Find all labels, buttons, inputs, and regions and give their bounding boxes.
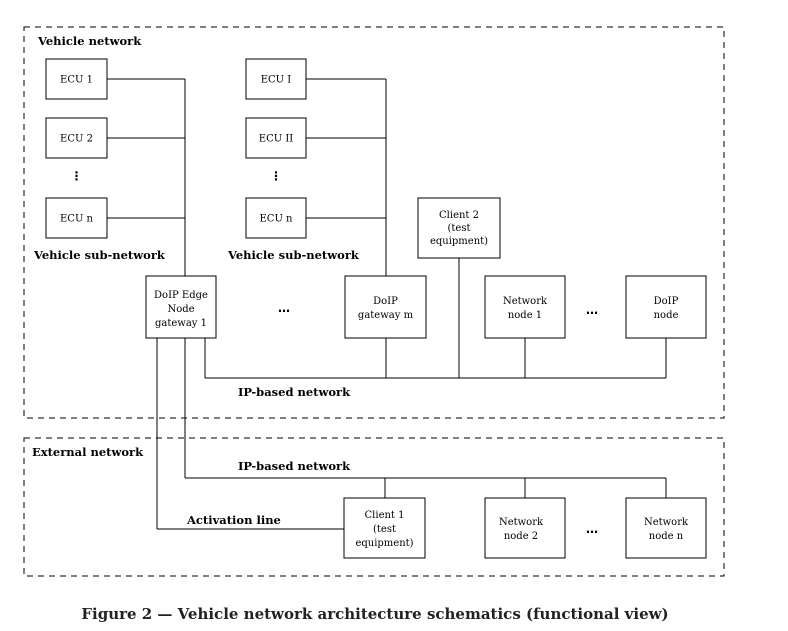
ecu-ii-box: ECU II — [245, 117, 307, 159]
doip-edge-gateway-line1: DoIP Edge — [154, 290, 208, 301]
network-node-n-line2: node n — [649, 531, 684, 542]
doip-node-box: DoIP node — [625, 275, 707, 339]
external-network-lines — [156, 338, 667, 530]
client-1-line1: Client 1 — [365, 510, 405, 521]
doip-gateway-m-line1: DoIP — [373, 296, 398, 307]
vehicle-sub-network-right-label: Vehicle sub-network — [227, 248, 360, 262]
client-2-line2: (test — [448, 223, 471, 234]
gateway-ellipsis: … — [278, 301, 290, 315]
doip-edge-gateway-line3: gateway 1 — [155, 318, 207, 329]
client-2-line3: equipment) — [430, 236, 488, 247]
client-1-line2: (test — [373, 524, 396, 535]
ecu-1-label: ECU 1 — [60, 75, 93, 86]
vehicle-network-region — [23, 26, 725, 419]
ecu-2-label: ECU 2 — [60, 134, 93, 145]
doip-gateway-m-box: DoIP gateway m — [344, 275, 427, 339]
ecu-n-left-box: ECU n — [45, 197, 108, 239]
network-node-1-line2: node 1 — [508, 310, 542, 321]
doip-node-line1: DoIP — [654, 296, 679, 307]
node-ellipsis-vehicle: … — [586, 303, 598, 317]
client-2-box: Client 2 (test equipment) — [417, 197, 501, 259]
doip-node-line2: node — [654, 310, 679, 321]
left-ecu-bus — [107, 78, 186, 276]
vehicle-network-label: Vehicle network — [37, 34, 142, 48]
node-ellipsis-external: … — [586, 522, 598, 536]
network-node-2-line2: node 2 — [504, 531, 538, 542]
network-node-1-line1: Network — [503, 296, 548, 307]
ip-network-external-label: IP-based network — [238, 459, 351, 473]
network-node-1-box: Network node 1 — [484, 275, 566, 339]
vehicle-ip-network-lines — [204, 258, 667, 379]
network-node-2-line1: Network — [499, 517, 544, 528]
ecu-n-left-label: ECU n — [60, 214, 94, 225]
ip-network-vehicle-label: IP-based network — [238, 385, 351, 399]
doip-edge-gateway-box: DoIP Edge Node gateway 1 — [145, 275, 217, 339]
client-2-line1: Client 2 — [439, 210, 479, 221]
ecu-ii-label: ECU II — [259, 134, 294, 145]
activation-line-label: Activation line — [186, 513, 281, 527]
figure-caption: Figure 2 — Vehicle network architecture … — [81, 605, 668, 623]
network-node-2-box: Network node 2 — [484, 497, 566, 559]
right-ecu-bus — [306, 78, 387, 276]
ecu-i-label: ECU I — [261, 75, 292, 86]
left-ecu-ellipsis: ⋮ — [71, 169, 83, 183]
ecu-i-box: ECU I — [245, 58, 307, 100]
network-node-n-line1: Network — [644, 517, 689, 528]
external-network-label: External network — [32, 445, 144, 459]
ecu-n-right-label: ECU n — [260, 214, 294, 225]
network-node-n-box: Network node n — [625, 497, 707, 559]
client-1-line3: equipment) — [355, 538, 413, 549]
client-1-box: Client 1 (test equipment) — [343, 497, 426, 559]
doip-edge-gateway-line2: Node — [167, 304, 194, 315]
doip-gateway-m-line2: gateway m — [358, 310, 414, 321]
right-ecu-ellipsis: ⋮ — [270, 169, 282, 183]
ecu-n-right-box: ECU n — [245, 197, 307, 239]
ecu-2-box: ECU 2 — [45, 117, 108, 159]
external-network-region — [23, 437, 725, 577]
ecu-1-box: ECU 1 — [45, 58, 108, 100]
vehicle-sub-network-left-label: Vehicle sub-network — [33, 248, 166, 262]
